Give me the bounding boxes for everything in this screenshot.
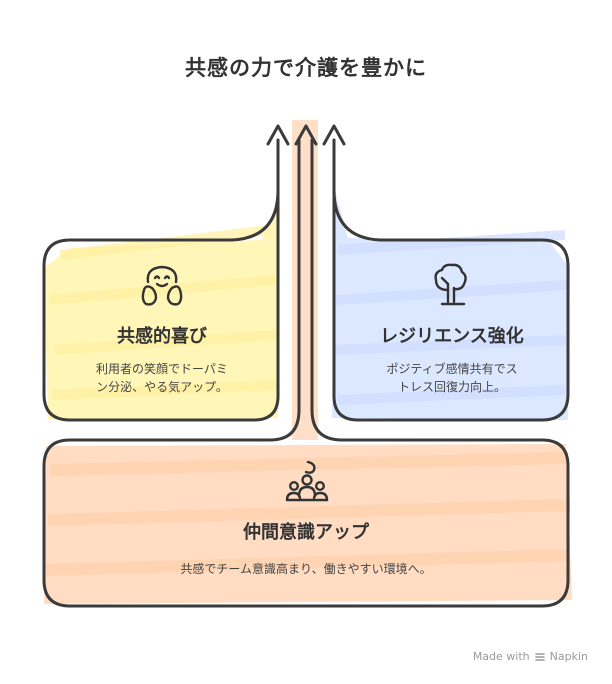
card-desc-teamwork: 共感でチーム意識高まり、働きやすい環境へ。	[60, 560, 552, 578]
desc-line: ポジティブ感情共有でス	[386, 362, 518, 376]
outline-resilience	[332, 138, 570, 422]
outline-empathic-joy	[42, 138, 280, 422]
desc-line: ン分泌、やる気アップ。	[96, 380, 228, 394]
card-label-empathic-joy: 共感的喜び	[117, 326, 207, 347]
card-fill-teamwork	[44, 444, 572, 604]
tree-icon	[434, 263, 467, 306]
card-desc-empathic-joy: 利用者の笑顔でドーパミ ン分泌、やる気アップ。	[60, 360, 264, 396]
made-with-text: Made with	[472, 650, 530, 663]
smiling-face-with-hands-icon	[141, 265, 183, 306]
arrowhead-right	[322, 124, 346, 146]
desc-line: 共感でチーム意識高まり、働きやすい環境へ。	[180, 562, 432, 576]
card-label-teamwork: 仲間意識アップ	[243, 522, 369, 543]
outline-center-arrow	[42, 138, 570, 608]
made-with-napkin-footer[interactable]: Made with Napkin	[473, 650, 588, 663]
card-label-resilience: レジリエンス強化	[380, 326, 524, 347]
napkin-brand-text: Napkin	[549, 650, 588, 663]
page-title: 共感の力で介護を豊かに	[185, 56, 427, 80]
team-people-icon	[285, 460, 329, 502]
arrowhead-center	[294, 124, 318, 146]
card-desc-resilience: ポジティブ感情共有でス トレス回復力向上。	[352, 360, 552, 396]
napkin-logo-icon	[534, 652, 545, 661]
desc-line: トレス回復力向上。	[397, 380, 506, 394]
card-fill-empathic-joy	[44, 200, 279, 420]
desc-line: 利用者の笑顔でドーパミ	[96, 362, 228, 376]
peach-fill-stream	[292, 120, 318, 440]
arrowhead-left	[266, 124, 290, 146]
